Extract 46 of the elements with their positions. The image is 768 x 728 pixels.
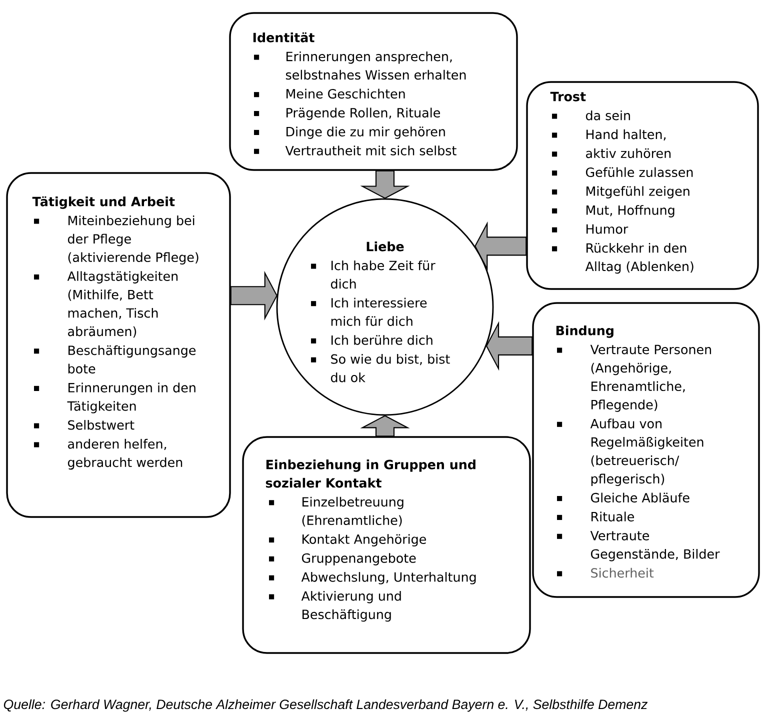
list-item: Erinnerungen in den Tätigkeiten — [67, 382, 196, 414]
list-item: Hand halten, — [586, 129, 666, 140]
list-item: Rückkehr in den Alltag (Ablenken) — [585, 242, 694, 274]
list-item: Abwechslung, Unterhaltung — [301, 572, 476, 584]
list-item: Gleiche Abläufe — [590, 492, 690, 503]
block-arrow — [230, 270, 278, 320]
section-heading: Einbeziehung in Gruppen und sozialer Kontakt — [266, 460, 476, 488]
list-item: Meine Geschichten — [286, 88, 405, 99]
list-item: Beschäftigungsange bote — [68, 345, 196, 374]
list-item: Vertraute Personen (Angehörige, Ehrenamtliche, Pflegende) — [590, 344, 712, 412]
list-item: Sicherheit — [591, 568, 654, 578]
list-item: Ich habe Zeit für dich — [330, 260, 436, 289]
list-item: Miteinbeziehung bei der Pflege (aktivierende Pflege) — [68, 215, 198, 264]
list-item: Vertraute Gegenstände, Bilder — [590, 530, 720, 562]
list-item: da sein — [586, 110, 630, 120]
list-item: Aufbau von Regelmäßigkeiten (betreuerisch/ pflegerisch) — [590, 418, 704, 486]
source-caption: Quelle: Gerhard Wagner, Deutsche Alzheimer Gesellschaft Landesverband Bayern e. V., Selbsthilfe Demenz — [4, 699, 648, 712]
list-item: Mitgefühl zeigen — [586, 186, 690, 198]
list-item: Erinnerungen ansprechen, selbstnahes Wissen erhalten — [286, 51, 466, 80]
list-item: Mut, Hoffnung — [586, 205, 674, 218]
list-item: Vertrautheit mit sich selbst — [285, 146, 456, 156]
section-heading: Tätigkeit und Arbeit — [32, 196, 175, 209]
list-item: anderen helfen, gebraucht werden — [68, 438, 182, 470]
list-item: Aktivierung und Beschäftigung — [301, 590, 401, 622]
list-item: Kontakt Angehörige — [302, 534, 426, 546]
list-item: Gruppenangebote — [302, 553, 416, 566]
section-heading: Identität — [253, 32, 314, 42]
list-item: aktiv zuhören — [586, 148, 671, 158]
block-arrow — [360, 415, 410, 437]
list-item: Humor — [586, 224, 628, 234]
section-heading: Liebe — [366, 242, 404, 252]
block-arrow — [360, 170, 410, 199]
section-heading: Trost — [550, 92, 586, 102]
block-arrow — [486, 321, 533, 371]
list-item: Alltagstätigkeiten (Mithilfe, Bett machen, Tisch abräumen) — [67, 271, 178, 338]
list-item: So wie du bist, bist du ok — [330, 354, 450, 382]
list-item: Selbstwert — [68, 420, 134, 430]
list-item: Gefühle zulassen — [586, 167, 693, 178]
list-item: Ich berühre dich — [332, 335, 432, 345]
block-arrow — [474, 221, 527, 271]
list-item: Einzelbetreuung (Ehrenamtliche) — [302, 496, 404, 527]
list-item: Ich interessiere mich für dich — [331, 298, 427, 326]
section-heading: Bindung — [556, 326, 614, 338]
list-item: Prägende Rollen, Rituale — [286, 108, 440, 120]
list-item: Rituale — [592, 512, 634, 522]
list-item: Dinge die zu mir gehören — [286, 126, 445, 139]
